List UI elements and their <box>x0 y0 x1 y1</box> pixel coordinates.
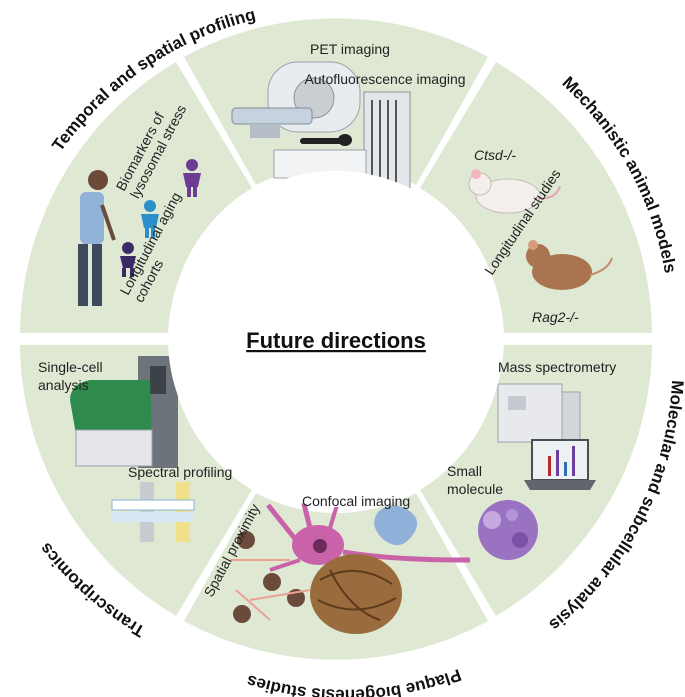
center-title: Future directions <box>246 328 426 353</box>
elderly-person-icon <box>78 170 116 306</box>
sequencer-icon <box>70 356 178 468</box>
label-mass-spectrometry: Mass spectrometry <box>498 359 616 375</box>
pet-scanner-icon <box>231 61 361 138</box>
label-spectral-profiling: Spectral profiling <box>128 464 232 480</box>
autofluorescence-imager-icon <box>273 91 411 193</box>
adult-person-icon <box>141 200 159 238</box>
laptop-chart-icon <box>524 439 596 490</box>
molecule-icon <box>478 500 538 560</box>
label-pet-imaging: PET imaging <box>310 41 390 57</box>
mass-spectrometer-icon <box>497 383 581 443</box>
young-person-icon <box>120 242 136 277</box>
label-analysis: analysis <box>38 377 89 393</box>
white-mouse-icon <box>468 169 561 214</box>
label-molecule: molecule <box>447 481 503 497</box>
microglia-icon <box>230 531 311 623</box>
label-ctsd: Ctsd-/- <box>474 147 516 163</box>
label-small: Small <box>447 463 482 479</box>
confocal-protein-icon <box>374 505 418 546</box>
label-single-cell: Single-cell <box>38 359 103 375</box>
microfluidic-chip-icon <box>111 482 195 542</box>
label-autofluorescence-imaging: Autofluorescence imaging <box>304 71 465 87</box>
label-confocal-imaging: Confocal imaging <box>302 493 410 509</box>
label-rag2: Rag2-/- <box>532 309 579 325</box>
center-circle <box>168 171 504 507</box>
category-plaque-text: Plaque biogenesis studies <box>244 665 463 697</box>
brown-mouse-icon <box>526 240 613 290</box>
older-person-icon <box>183 159 201 197</box>
category-plaque: Plaque biogenesis studies <box>244 665 463 697</box>
plaque-fibrils-icon <box>310 554 402 634</box>
